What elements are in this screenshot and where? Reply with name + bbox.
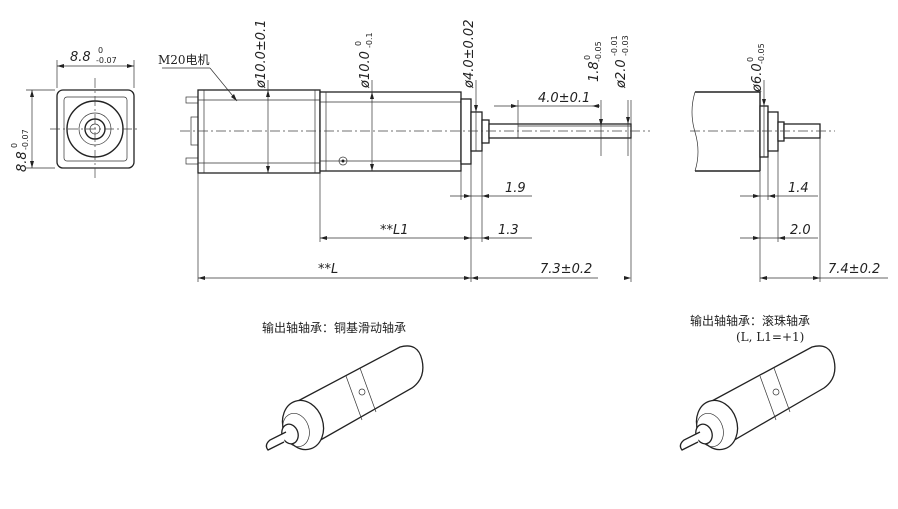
ball-dia-tol-lower: -0.05 (757, 43, 766, 64)
flange-len-label: 1.3 (498, 223, 519, 238)
motor-label: M20电机 (158, 53, 210, 67)
right-caption: 输出轴轴承：滚珠轴承 (690, 313, 810, 328)
ball-bearing-view: ø6.0 0 -0.05 1.4 2.0 7.4±0.2 (690, 43, 888, 282)
side-view: M20电机 ø10.0±0.1 ø10.0 0 -0.1 ø4.0±0.02 1… (158, 20, 650, 282)
shaft-len-label: 7.3±0.2 (540, 262, 592, 277)
flat-length-label: 4.0±0.1 (538, 91, 590, 106)
ball-dia-boss-label: ø6.0 (750, 63, 765, 93)
shaft-dia-tol-lower: -0.03 (621, 35, 630, 56)
front-height-tol-upper: 0 (10, 143, 19, 148)
ball-dia-tol-upper: 0 (746, 57, 755, 62)
dia-gearbox-tol-lower: -0.1 (365, 32, 374, 48)
dia-gearbox-tol-upper: 0 (354, 41, 363, 46)
boss-len-label: 1.9 (505, 181, 526, 196)
dia-gearbox-label: ø10.0 (358, 51, 373, 89)
left-caption: 输出轴轴承：铜基滑动轴承 (262, 320, 406, 335)
front-height-tol-lower: -0.07 (21, 129, 30, 150)
front-width-tol-lower: -0.07 (96, 56, 117, 65)
front-width-tol-upper: 0 (98, 46, 103, 55)
shaft-dia-tol-upper: -0.01 (610, 35, 619, 56)
front-width-label: 8.8 (70, 50, 91, 65)
right-note: (L, L1=+1) (736, 330, 804, 344)
total-len-label: **L (318, 262, 338, 277)
shaft-flat-tol-upper: 0 (583, 55, 592, 60)
dia-boss-label: ø4.0±0.02 (462, 20, 477, 89)
shaft-flat-label: 1.8 (587, 61, 602, 82)
dia-motor-label: ø10.0±0.1 (254, 20, 269, 89)
ball-shaft-len-label: 7.4±0.2 (828, 262, 880, 277)
ball-boss-len-label: 1.4 (788, 181, 809, 196)
ball-flange-len-label: 2.0 (790, 223, 811, 238)
iso-motor-sleeve (265, 345, 424, 451)
front-height-label: 8.8 (15, 151, 30, 172)
front-view: 8.8 0 -0.07 8.8 0 -0.07 (10, 46, 140, 178)
iso-motor-ball (679, 345, 836, 451)
shaft-dia-label: ø2.0 (614, 59, 629, 89)
shaft-flat-tol-lower: -0.05 (594, 41, 603, 62)
gearbox-len-label: **L1 (380, 223, 409, 238)
